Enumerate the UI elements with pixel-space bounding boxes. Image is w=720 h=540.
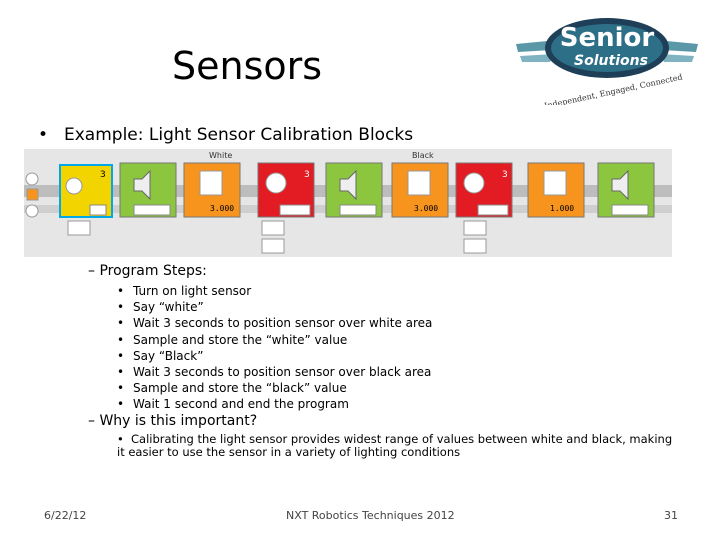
hourglass-icon-2 — [407, 170, 431, 196]
why-heading-text: Why is this important? — [99, 413, 258, 429]
main-bullet-text: Example: Light Sensor Calibration Blocks — [64, 125, 414, 145]
program-steps-heading: – Program Steps: — [88, 263, 207, 279]
label-black: Black — [412, 151, 434, 160]
step-5: Say “Black” — [133, 348, 204, 363]
program-blocks: White Black 3 3.000 3 — [24, 151, 672, 254]
stethoscope-icon-2 — [463, 172, 485, 194]
list-item: •Turn on light sensor — [117, 284, 252, 298]
stethoscope-icon — [265, 172, 287, 194]
list-item: •Say “Black” — [117, 348, 204, 363]
block-label-1: 3 — [100, 170, 106, 180]
step-1: Turn on light sensor — [133, 284, 252, 298]
speaker-icon-2 — [339, 169, 357, 201]
label-white: White — [209, 151, 232, 160]
program-steps-heading-text: Program Steps: — [99, 263, 207, 279]
hourglass-icon — [199, 170, 223, 196]
program-steps-list: •Turn on light sensor •Say “white” •Wait… — [117, 283, 432, 413]
wait-block-white[interactable]: 3.000 — [183, 162, 241, 218]
logo-line2: Solutions — [574, 53, 648, 69]
step-3: Wait 3 seconds to position sensor over w… — [133, 316, 433, 331]
logo-line1: Senior — [560, 23, 655, 53]
data-hub-2 — [261, 220, 285, 236]
start-circle-icon — [25, 172, 39, 186]
wait-block-end[interactable]: 1.000 — [527, 162, 585, 218]
wait-block-black[interactable]: 3.000 — [391, 162, 449, 218]
nxt-program-strip: White Black 3 3.000 3 — [24, 149, 672, 257]
block-label-6: 1.000 — [550, 204, 574, 213]
block-label-3: 3 — [304, 170, 310, 180]
list-item: •Wait 3 seconds to position sensor over … — [117, 365, 432, 380]
data-hub-5 — [463, 238, 487, 254]
data-hub-4 — [463, 220, 487, 236]
main-bullet: •Example: Light Sensor Calibration Block… — [38, 125, 414, 145]
block-label-2: 3.000 — [210, 204, 234, 213]
sound-block-black[interactable] — [325, 162, 383, 218]
footer-center: NXT Robotics Techniques 2012 — [286, 509, 455, 522]
start-square-icon — [26, 188, 39, 201]
hourglass-icon-3 — [543, 170, 567, 196]
calibrate-block-black[interactable]: 3 — [455, 162, 513, 218]
stop-block[interactable] — [597, 162, 655, 218]
speaker-icon-3 — [611, 169, 629, 201]
data-hub-3 — [261, 238, 285, 254]
slide-title: Sensors — [172, 44, 323, 88]
list-item: •Sample and store the “black” value — [117, 381, 347, 396]
calibrate-block-white[interactable]: 3 — [257, 162, 315, 218]
why-note-text: Calibrating the light sensor provides wi… — [117, 432, 673, 459]
sun-icon — [65, 177, 83, 195]
step-6: Wait 3 seconds to position sensor over b… — [133, 365, 432, 380]
list-item: •Say “white” — [117, 300, 204, 315]
footer-date: 6/22/12 — [44, 509, 87, 522]
step-2: Say “white” — [133, 300, 204, 315]
why-heading: – Why is this important? — [88, 413, 258, 429]
block-label-5: 3 — [502, 170, 508, 180]
block-label-4: 3.000 — [414, 204, 438, 213]
data-hub-1 — [67, 220, 91, 236]
senior-solutions-logo: Senior Solutions Independent, Engaged, C… — [516, 18, 698, 105]
light-sensor-block[interactable]: 3 — [59, 164, 113, 218]
list-item: •Wait 1 second and end the program — [117, 397, 349, 412]
why-note: •Calibrating the light sensor provides w… — [117, 432, 673, 459]
sound-block-white[interactable] — [119, 162, 177, 218]
speaker-icon — [133, 169, 151, 201]
list-item: •Wait 3 seconds to position sensor over … — [117, 316, 433, 331]
footer-page-number: 31 — [664, 509, 678, 522]
step-4: Sample and store the “white” value — [133, 332, 348, 347]
step-7: Sample and store the “black” value — [133, 381, 347, 396]
start-circle-icon-2 — [25, 204, 39, 218]
step-8: Wait 1 second and end the program — [133, 397, 349, 412]
list-item: •Sample and store the “white” value — [117, 332, 348, 347]
